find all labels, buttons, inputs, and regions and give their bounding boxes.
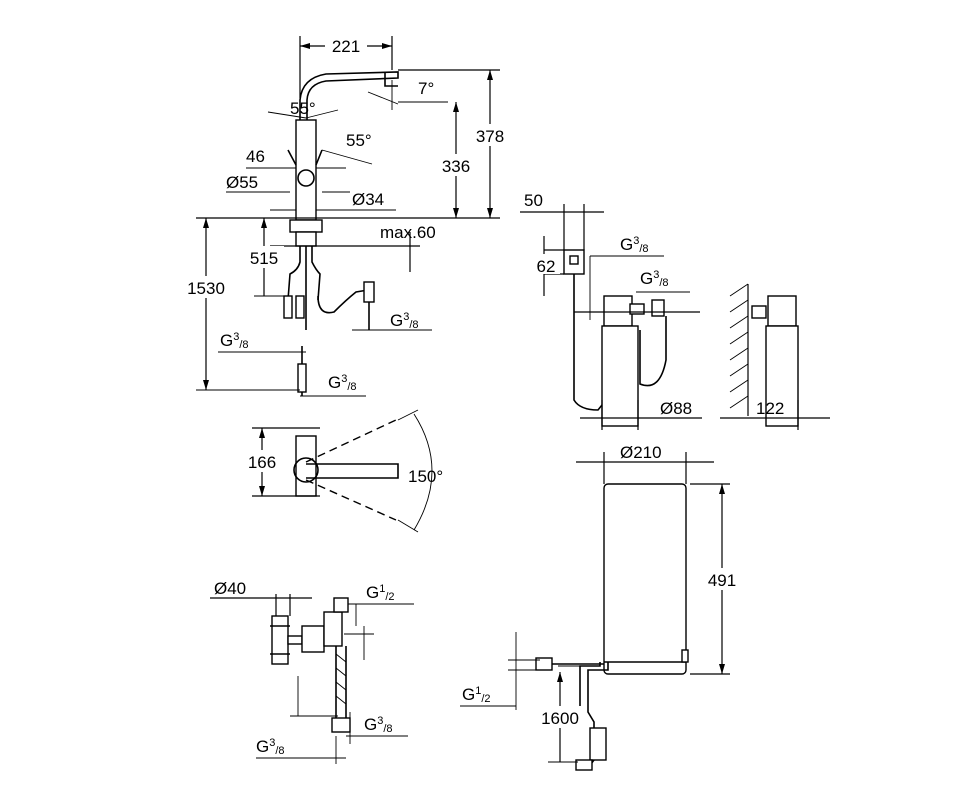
faucet-dim-diameter-55: Ø55 xyxy=(226,173,258,192)
faucet-dim-max-60: max.60 xyxy=(380,223,436,242)
faucet-dim-diameter-34: Ø34 xyxy=(352,190,384,209)
swivel-dim-166: 166 xyxy=(248,453,276,472)
faucet-thread-label-left: G3/8 xyxy=(220,331,249,351)
faucet-angle-55-side: 55° xyxy=(346,131,372,150)
faucet-thread-label-right: G3/8 xyxy=(390,311,419,331)
faucet-angle-7: 7° xyxy=(418,79,434,98)
filter-dim-122: 122 xyxy=(756,399,784,418)
filter-thread-label-top: G3/8 xyxy=(620,235,649,255)
faucet-dim-46: 46 xyxy=(246,147,265,166)
boiler-front-view: Ø210 491 G1/2 1600 xyxy=(460,443,742,771)
faucet-dim-221: 221 xyxy=(332,37,360,56)
faucet-angle-55-top: 55° xyxy=(290,99,316,118)
swivel-plan-view: 150° 166 xyxy=(240,409,443,533)
filter-side-view: 122 xyxy=(720,283,830,430)
faucet-elevation-view: 221 7° 55° 55° 46 Ø55 Ø34 378 xyxy=(180,36,510,397)
boiler-dim-diameter-210: Ø210 xyxy=(620,443,662,462)
faucet-thread-label-bottom: G3/8 xyxy=(328,373,357,393)
faucet-dim-378: 378 xyxy=(476,127,504,146)
valve-thread-label-top: G1/2 xyxy=(366,583,395,603)
boiler-dim-491: 491 xyxy=(708,571,736,590)
angle-valve-assembly: Ø40 G1/2 G3/8 G3/8 xyxy=(210,579,414,764)
valve-thread-label-left: G3/8 xyxy=(256,737,285,757)
filter-thread-label-mid: G3/8 xyxy=(640,269,669,289)
swivel-angle-150: 150° xyxy=(408,467,443,486)
faucet-dim-336: 336 xyxy=(442,157,470,176)
filter-dim-diameter-88: Ø88 xyxy=(660,399,692,418)
filter-dim-50: 50 xyxy=(524,191,543,210)
faucet-dim-515: 515 xyxy=(250,249,278,268)
boiler-thread-label: G1/2 xyxy=(462,685,491,705)
boiler-dim-1600: 1600 xyxy=(541,709,579,728)
valve-dim-diameter-40: Ø40 xyxy=(214,579,246,598)
valve-thread-label-right: G3/8 xyxy=(364,715,393,735)
faucet-dim-1530: 1530 xyxy=(187,279,225,298)
filter-dim-62: 62 xyxy=(537,257,556,276)
filter-front-view: 50 62 G3/8 G3/8 Ø88 xyxy=(520,191,702,430)
